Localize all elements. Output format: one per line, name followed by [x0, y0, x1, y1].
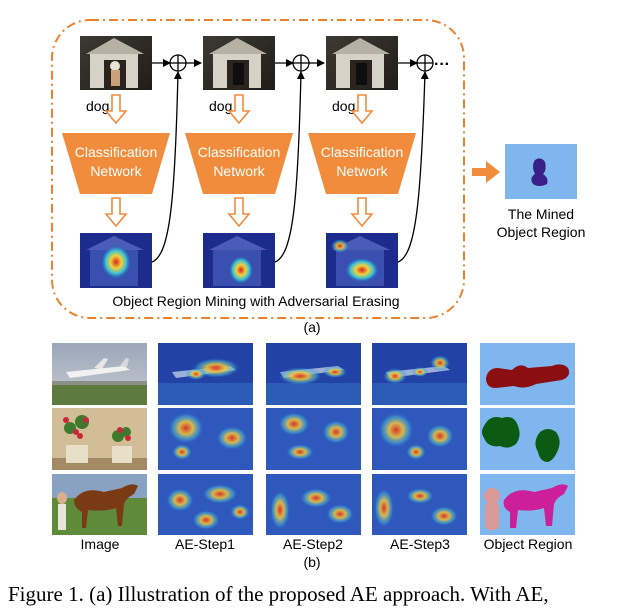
class-label-dog-3: dog	[332, 98, 355, 114]
row-horse-ae-step2	[266, 474, 361, 535]
erasing-flow	[151, 54, 434, 263]
adversarial-erasing-title: Object Region Mining with Adversarial Er…	[112, 293, 399, 309]
result-arrow	[472, 161, 500, 183]
row-airplane-ae-step3	[372, 343, 467, 405]
row-airplane-ae-step2	[266, 343, 361, 405]
class-label-dog-2: dog	[209, 98, 232, 114]
svg-text:Network: Network	[213, 163, 265, 179]
svg-text:Classification: Classification	[321, 144, 403, 160]
row-plant-image	[52, 408, 147, 470]
row-airplane-ae-step1	[158, 343, 253, 405]
column-label-image: Image	[81, 536, 120, 552]
heatmap-step2	[203, 233, 275, 288]
row-plant-ae-step2	[266, 408, 361, 470]
row-plant-ae-step3	[372, 408, 467, 470]
column-label-ae-step2: AE-Step2	[283, 536, 343, 552]
mined-label-line2: Object Region	[497, 224, 586, 240]
svg-text:Classification: Classification	[198, 144, 280, 160]
row-plant-ae-step1	[158, 408, 253, 470]
figure-caption: Figure 1. (a) Illustration of the propos…	[8, 582, 549, 606]
input-image-step3	[326, 36, 398, 90]
panel-label-a: (a)	[303, 319, 320, 335]
column-label-object-region: Object Region	[484, 536, 573, 552]
down-arrows-bottom	[104, 197, 374, 228]
column-label-ae-step3: AE-Step3	[390, 536, 450, 552]
mined-label-line1: The Mined	[508, 206, 574, 222]
svg-text:Classification: Classification	[75, 144, 157, 160]
input-image-step2	[203, 36, 275, 90]
input-image-step1	[80, 36, 152, 90]
row-plant-object-region	[480, 408, 575, 470]
mined-object-region-image	[505, 144, 577, 199]
row-horse-ae-step3	[372, 474, 467, 535]
class-label-dog-1: dog	[86, 98, 109, 114]
classification-network-2: Classification Network	[185, 133, 293, 194]
row-horse-image	[52, 474, 147, 535]
classification-network-1: Classification Network	[62, 133, 170, 194]
svg-text:Network: Network	[336, 163, 388, 179]
column-label-ae-step1: AE-Step1	[175, 536, 235, 552]
row-horse-ae-step1	[158, 474, 253, 535]
svg-text:Network: Network	[90, 163, 142, 179]
heatmap-step1	[80, 233, 152, 288]
adversarial-erasing-dashed-box	[51, 19, 465, 319]
row-airplane-image	[52, 343, 147, 405]
ellipsis: ···	[434, 56, 450, 73]
down-arrows-top	[104, 94, 374, 125]
row-horse-object-region	[480, 474, 575, 535]
heatmap-step3	[326, 233, 398, 288]
classification-network-3: Classification Network	[308, 133, 416, 194]
panel-label-b: (b)	[303, 554, 320, 570]
row-airplane-object-region	[480, 343, 575, 405]
